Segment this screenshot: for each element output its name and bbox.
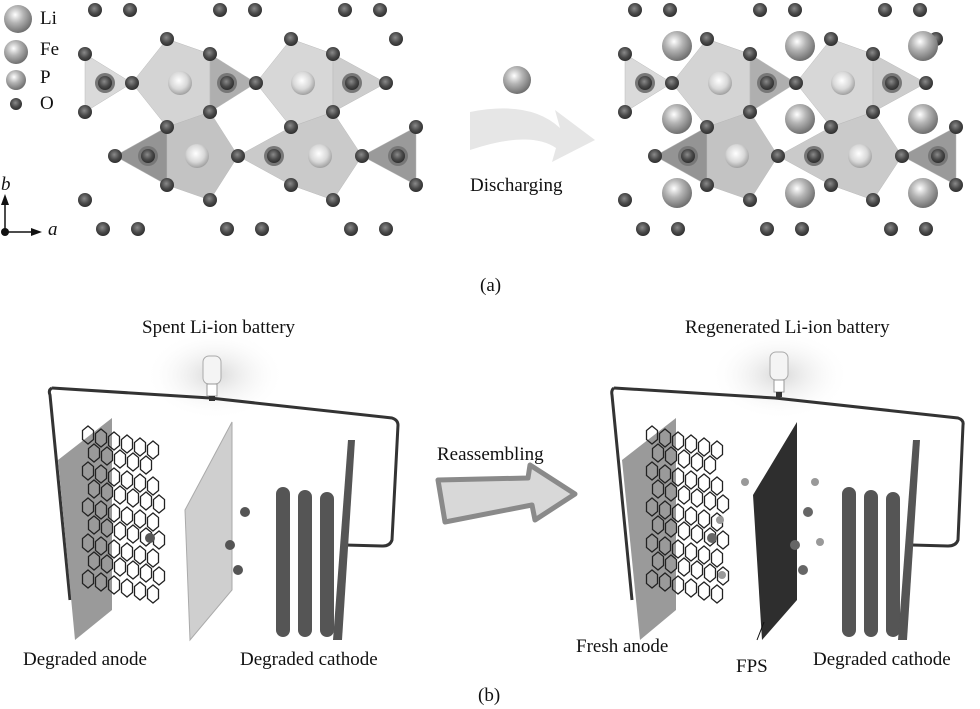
li-ion-icon [503, 66, 531, 94]
reassembling-label: Reassembling [437, 444, 544, 465]
degraded-anode-label: Degraded anode [23, 649, 147, 670]
anode-current-collector [622, 418, 676, 640]
regenerated-battery-diagram [610, 330, 965, 641]
light-bulb-icon [202, 355, 222, 401]
fps-separator [753, 422, 797, 640]
caption-a: (a) [480, 275, 502, 296]
spent-battery-title: Spent Li-ion battery [142, 317, 296, 338]
cathode-current-collector [333, 440, 355, 640]
discharging-arrow [470, 66, 595, 162]
reassembling-arrow [435, 462, 578, 525]
o-atom-icon [10, 98, 22, 110]
degraded-cathode-label-right: Degraded cathode [813, 649, 951, 670]
cathode-chains [842, 487, 900, 637]
legend-label-p: P [40, 67, 51, 88]
p-atom-icon [6, 70, 26, 90]
legend-label-o: O [40, 93, 54, 114]
regenerated-battery-title: Regenerated Li-ion battery [685, 317, 890, 338]
fresh-graphite-anode [645, 425, 730, 604]
axis-label-a: a [48, 219, 58, 240]
spent-battery-diagram [47, 330, 400, 642]
light-bulb-icon [769, 351, 789, 397]
cathode-chains [276, 487, 334, 637]
discharging-label: Discharging [470, 175, 563, 196]
graphite-anode [81, 425, 166, 604]
axis-label-b: b [1, 174, 11, 195]
fresh-anode-label: Fresh anode [576, 636, 669, 657]
li-atom-icon [4, 5, 32, 33]
external-circuit-wire [47, 386, 72, 601]
crystal-structure-discharged [618, 3, 963, 236]
anode-current-collector [58, 418, 112, 640]
fps-pointer [756, 621, 765, 641]
axes-indicator [1, 194, 42, 236]
legend-label-li: Li [40, 8, 57, 29]
cathode-current-collector [898, 440, 920, 640]
legend-label-fe: Fe [40, 39, 59, 60]
fe-atom-icon [4, 40, 28, 64]
fps-label: FPS [736, 656, 768, 677]
legend [4, 5, 32, 110]
crystal-structure-charged [78, 3, 423, 236]
degraded-cathode-label-left: Degraded cathode [240, 649, 378, 670]
separator [184, 421, 233, 642]
caption-b: (b) [478, 685, 501, 706]
